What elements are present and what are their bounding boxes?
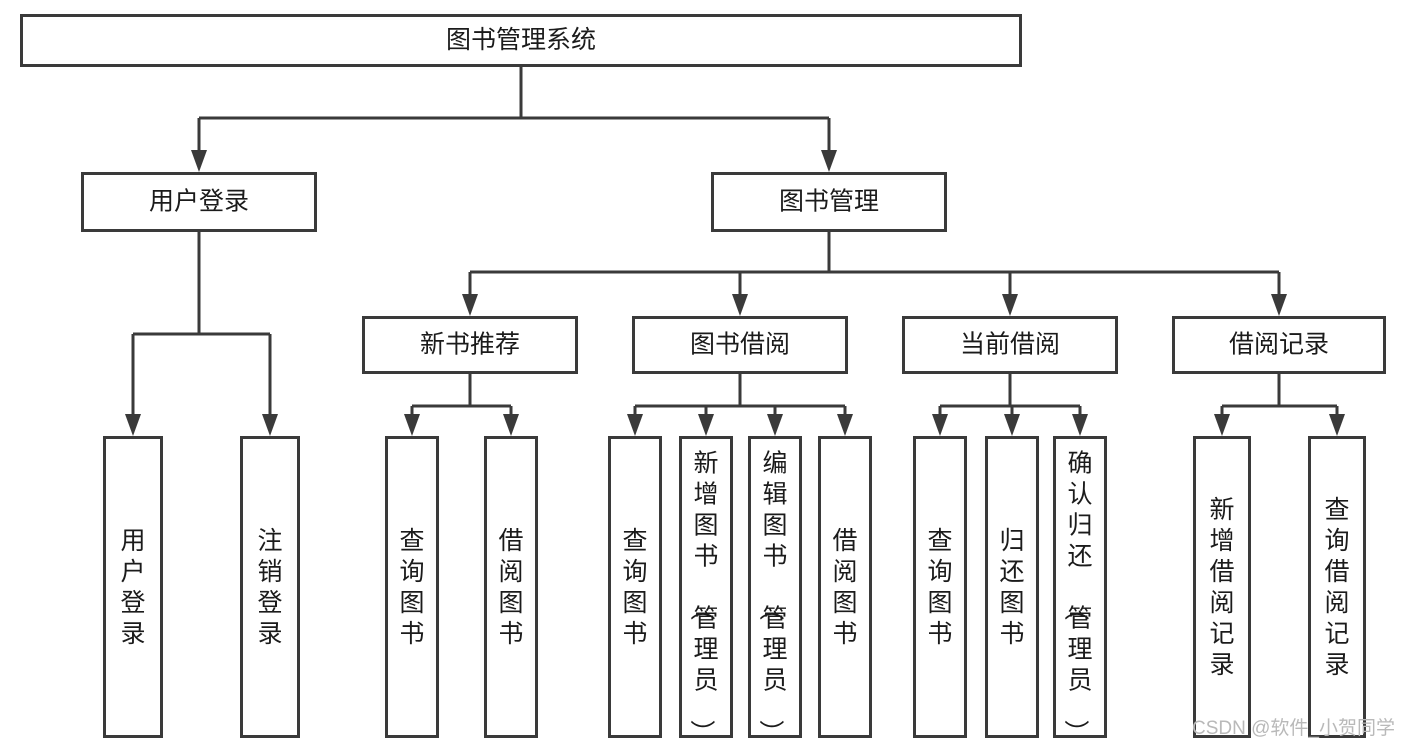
connector-group-new-book-rec	[404, 374, 519, 436]
node-box-leaf-rec-query-book	[385, 436, 439, 738]
node-box-current-borrow	[902, 316, 1118, 374]
node-book-manage[interactable]: 图书管理	[711, 172, 947, 232]
node-label-root: 图书管理系统	[446, 26, 596, 54]
arrow-head-icon	[767, 414, 783, 436]
node-layer: 图书管理系统用户登录图书管理新书推荐图书借阅当前借阅借阅记录用户登录注销登录查询…	[20, 14, 1386, 745]
node-label-leaf-rec-query-book: 查询图书	[399, 527, 424, 648]
node-label-book-manage: 图书管理	[779, 188, 879, 216]
arrow-head-icon	[932, 414, 948, 436]
connector-group-root	[191, 67, 837, 172]
node-box-leaf-rec-borrow-book	[484, 436, 538, 738]
node-label-book-borrow: 图书借阅	[690, 331, 790, 359]
node-label-leaf-borrow-add-book: 新增图书（管理员）	[687, 450, 718, 745]
arrow-head-icon	[1214, 414, 1230, 436]
node-label-leaf-user-login: 用户登录	[120, 527, 145, 648]
arrow-head-icon	[1329, 414, 1345, 436]
node-label-leaf-cur-confirm-return: 确认归还（管理员）	[1061, 450, 1092, 745]
connector-group-borrow-record	[1214, 374, 1345, 436]
node-label-leaf-borrow-borrow-book: 借阅图书	[832, 527, 857, 648]
node-leaf-borrow-borrow-book[interactable]: 借阅图书	[818, 436, 872, 738]
arrow-head-icon	[1072, 414, 1088, 436]
node-box-book-borrow	[632, 316, 848, 374]
arrow-head-icon	[1004, 414, 1020, 436]
node-leaf-borrow-add-book[interactable]: 新增图书（管理员）	[679, 436, 733, 745]
node-leaf-cur-query-book[interactable]: 查询图书	[913, 436, 967, 738]
node-box-root	[20, 14, 1022, 67]
arrow-head-icon	[191, 150, 207, 172]
arrow-head-icon	[125, 414, 141, 436]
node-leaf-rec-query-record[interactable]: 查询借阅记录	[1308, 436, 1366, 738]
node-box-new-book-rec	[362, 316, 578, 374]
arrow-head-icon	[404, 414, 420, 436]
node-root[interactable]: 图书管理系统	[20, 14, 1022, 67]
arrow-head-icon	[821, 150, 837, 172]
node-label-leaf-borrow-edit-book: 编辑图书（管理员）	[756, 450, 787, 745]
csdn-watermark: CSDN @软件_小贺同学	[1192, 717, 1395, 739]
node-current-borrow[interactable]: 当前借阅	[902, 316, 1118, 374]
node-label-borrow-record: 借阅记录	[1229, 331, 1329, 359]
node-leaf-user-login[interactable]: 用户登录	[103, 436, 163, 738]
node-box-book-manage	[711, 172, 947, 232]
arrow-head-icon	[627, 414, 643, 436]
arrow-head-icon	[1002, 294, 1018, 316]
node-box-leaf-borrow-borrow-book	[818, 436, 872, 738]
connector-group-book-borrow	[627, 374, 853, 436]
node-label-user-login: 用户登录	[149, 188, 249, 216]
node-box-leaf-rec-add-record	[1193, 436, 1251, 738]
node-box-leaf-borrow-add-book	[679, 436, 733, 738]
node-label-new-book-rec: 新书推荐	[420, 331, 520, 359]
node-box-leaf-user-login	[103, 436, 163, 738]
node-box-leaf-cur-return-book	[985, 436, 1039, 738]
arrow-head-icon	[262, 414, 278, 436]
node-label-leaf-user-logout: 注销登录	[257, 527, 282, 648]
node-leaf-borrow-edit-book[interactable]: 编辑图书（管理员）	[748, 436, 802, 745]
arrow-head-icon	[503, 414, 519, 436]
arrow-head-icon	[1271, 294, 1287, 316]
node-leaf-borrow-query-book[interactable]: 查询图书	[608, 436, 662, 738]
node-label-leaf-borrow-query-book: 查询图书	[622, 527, 647, 648]
node-box-leaf-borrow-edit-book	[748, 436, 802, 738]
node-label-leaf-rec-query-record: 查询借阅记录	[1324, 496, 1349, 679]
node-leaf-user-logout[interactable]: 注销登录	[240, 436, 300, 738]
node-leaf-rec-query-book[interactable]: 查询图书	[385, 436, 439, 738]
node-label-leaf-cur-query-book: 查询图书	[927, 527, 952, 648]
arrow-head-icon	[462, 294, 478, 316]
node-box-borrow-record	[1172, 316, 1386, 374]
node-leaf-cur-return-book[interactable]: 归还图书	[985, 436, 1039, 738]
node-label-leaf-rec-add-record: 新增借阅记录	[1209, 496, 1234, 679]
arrow-head-icon	[698, 414, 714, 436]
node-user-login[interactable]: 用户登录	[81, 172, 317, 232]
connector-group-current-borrow	[932, 374, 1088, 436]
node-label-leaf-rec-borrow-book: 借阅图书	[498, 527, 523, 648]
connector-layer	[125, 67, 1345, 436]
node-box-user-login	[81, 172, 317, 232]
node-label-current-borrow: 当前借阅	[960, 331, 1060, 359]
arrow-head-icon	[837, 414, 853, 436]
node-box-leaf-user-logout	[240, 436, 300, 738]
node-new-book-rec[interactable]: 新书推荐	[362, 316, 578, 374]
node-box-leaf-cur-confirm-return	[1053, 436, 1107, 738]
connector-group-book-manage	[462, 232, 1287, 316]
node-book-borrow[interactable]: 图书借阅	[632, 316, 848, 374]
node-box-leaf-rec-query-record	[1308, 436, 1366, 738]
connector-group-user-login	[125, 232, 278, 436]
node-box-leaf-cur-query-book	[913, 436, 967, 738]
node-leaf-rec-add-record[interactable]: 新增借阅记录	[1193, 436, 1251, 738]
node-borrow-record[interactable]: 借阅记录	[1172, 316, 1386, 374]
node-leaf-rec-borrow-book[interactable]: 借阅图书	[484, 436, 538, 738]
node-box-leaf-borrow-query-book	[608, 436, 662, 738]
arrow-head-icon	[732, 294, 748, 316]
node-label-leaf-cur-return-book: 归还图书	[999, 527, 1024, 648]
node-leaf-cur-confirm-return[interactable]: 确认归还（管理员）	[1053, 436, 1107, 745]
